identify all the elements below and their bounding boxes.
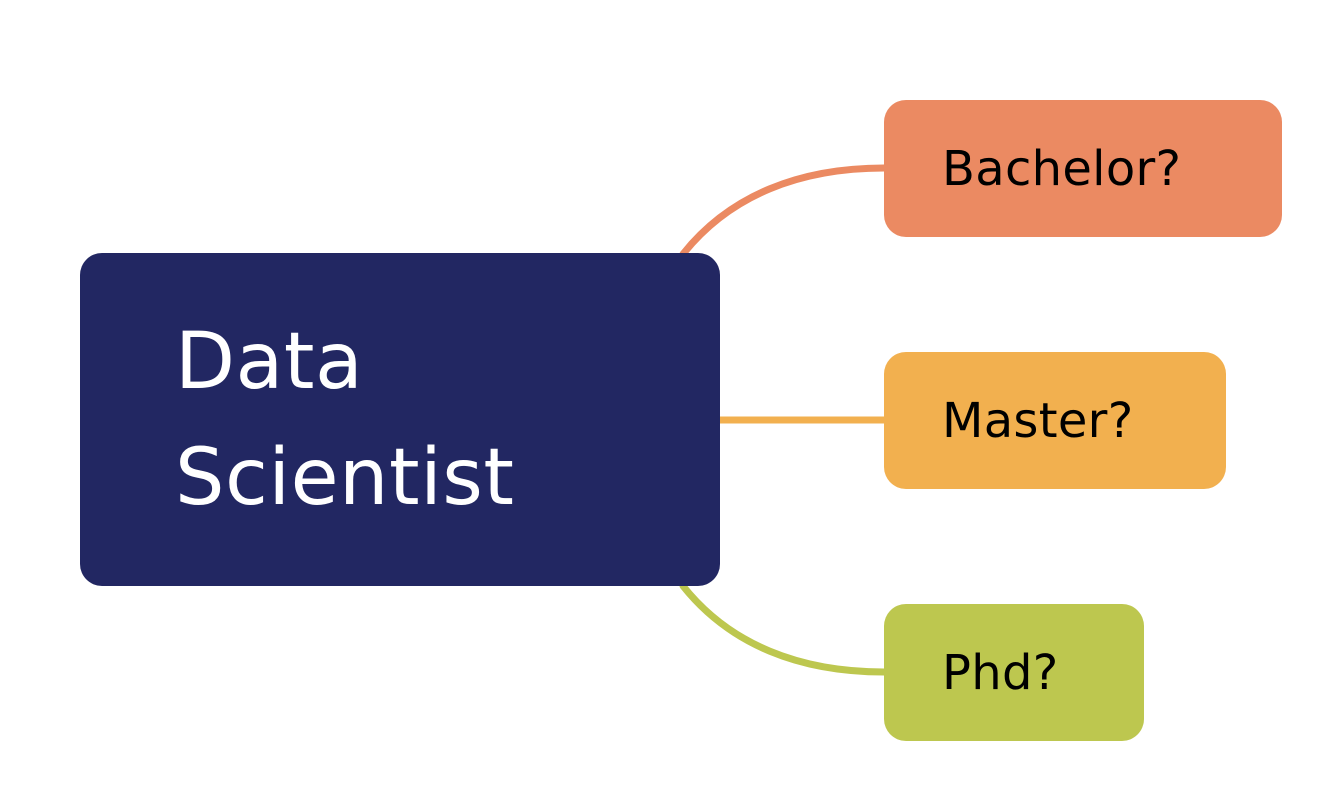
branch-node-label: Phd? [942,644,1059,701]
branch-node-phd: Phd? [884,604,1144,741]
root-node-label: Data Scientist [175,316,515,523]
branch-node-label: Master? [942,392,1134,449]
branch-node-master: Master? [884,352,1226,489]
connector-phd [679,582,888,676]
branch-node-label: Bachelor? [942,140,1182,197]
connector-bachelor [679,164,888,258]
root-node-data-scientist: Data Scientist [80,253,720,586]
branch-node-bachelor: Bachelor? [884,100,1282,237]
